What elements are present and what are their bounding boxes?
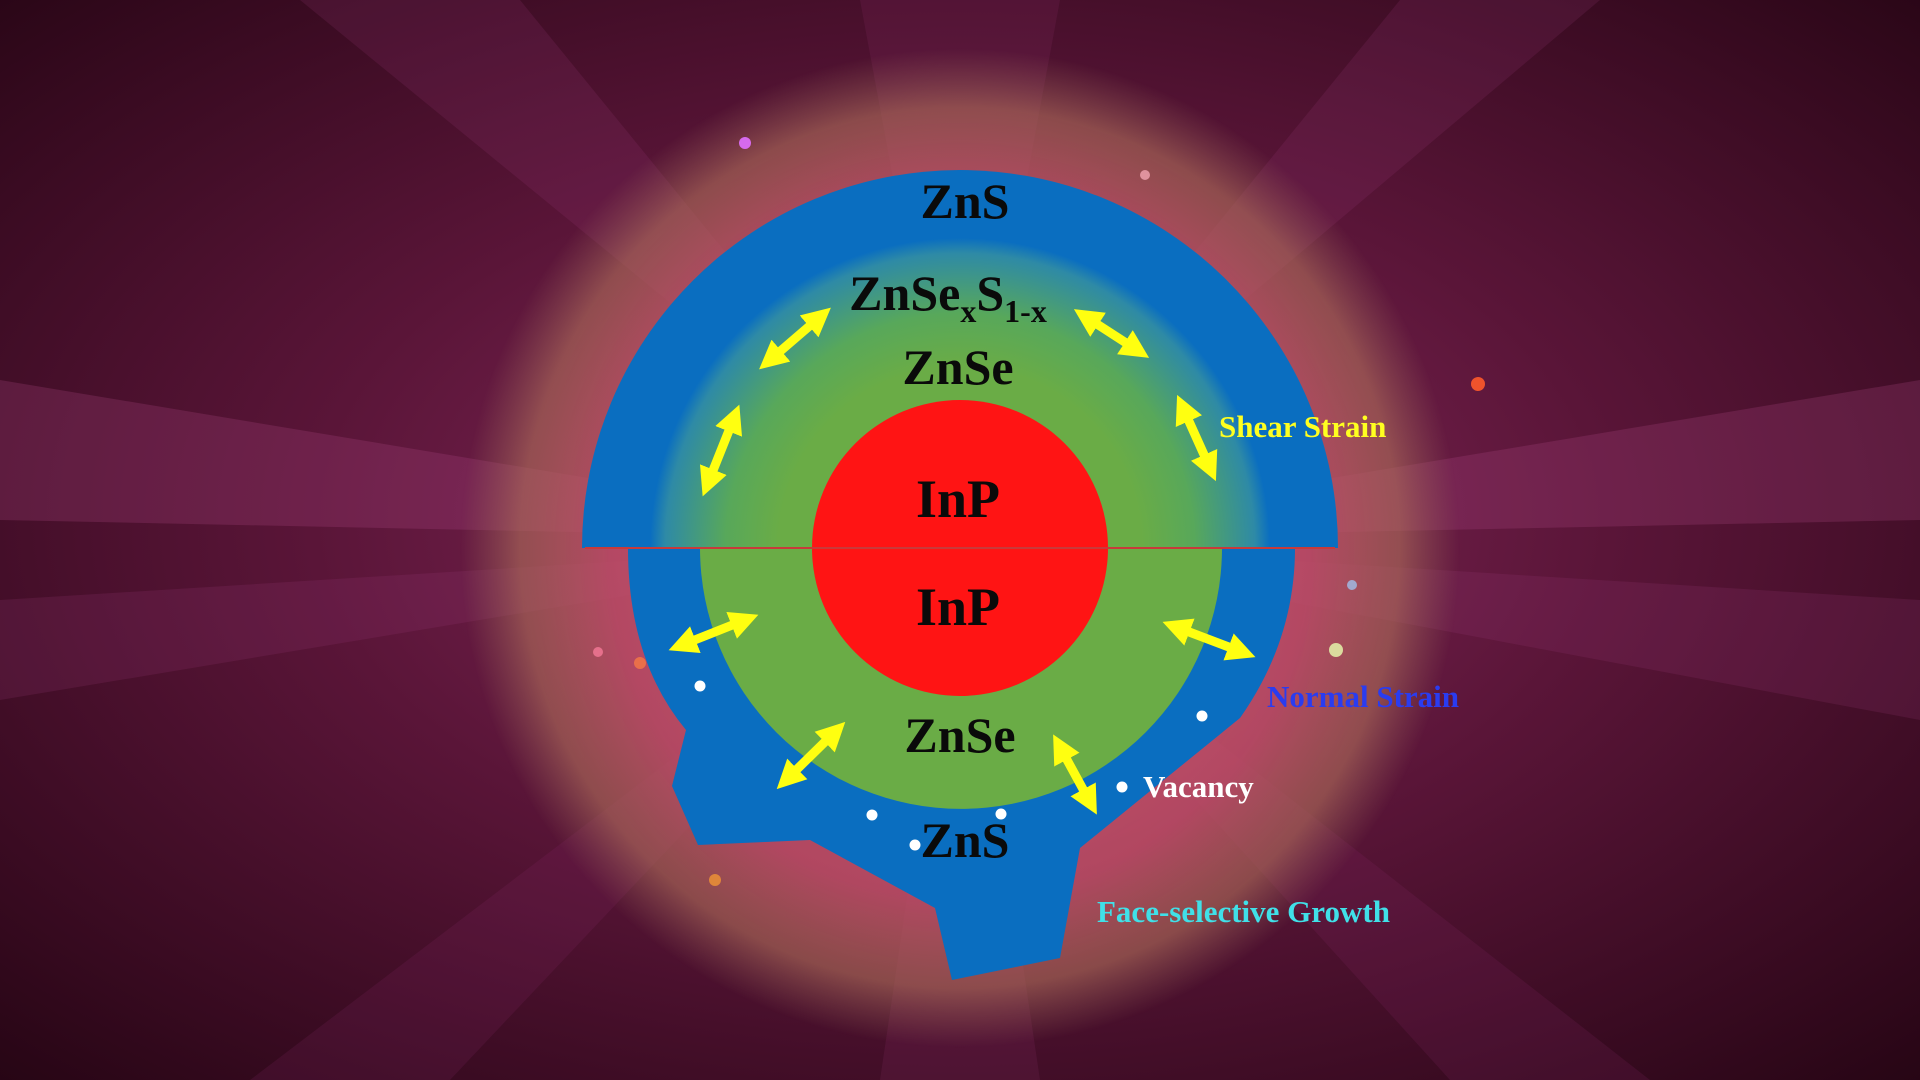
label-vacancy: Vacancy [1143,769,1254,804]
vacancy-dots [694,680,1208,851]
label-shear-strain: Shear Strain [1219,409,1386,444]
sparkles [593,137,1485,886]
label-bottom-znse: ZnSe [904,707,1015,763]
normal-strain-arrows [668,611,1256,815]
label-top-zns: ZnS [921,173,1010,229]
label-face-selective-growth: Face-selective Growth [1097,894,1390,929]
label-top-znse: ZnSe [902,339,1013,395]
top-inp-core [812,400,1108,548]
label-top-inp: InP [916,469,1000,529]
label-bottom-inp: InP [916,577,1000,637]
label-top-znsexs1x: ZnSexS1-x [849,265,1047,329]
bottom-inp-core [812,548,1108,696]
top-half-structure [582,170,1338,548]
label-normal-strain: Normal Strain [1267,679,1459,714]
label-bottom-zns: ZnS [921,812,1010,868]
top-zns-shell [582,170,1338,548]
shear-strain-arrows [699,307,1218,497]
